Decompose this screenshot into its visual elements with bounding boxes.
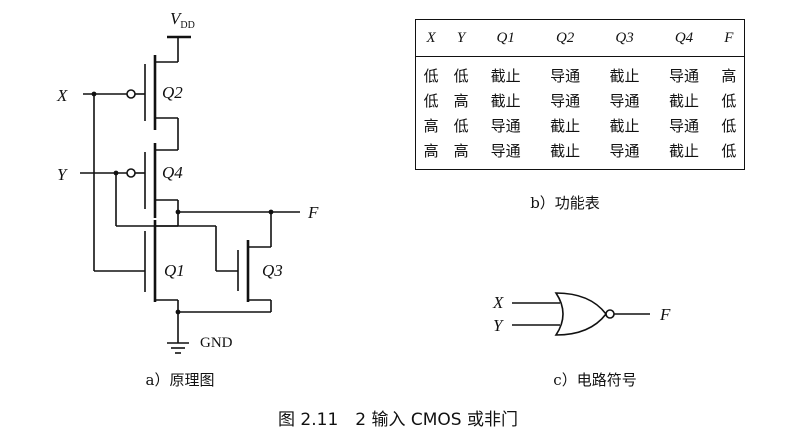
ground-symbol xyxy=(167,342,189,354)
table-row: 高 高 导通 截止 导通 截止 低 xyxy=(416,138,745,170)
q4-gate-bubble xyxy=(126,168,136,178)
cell: 低 xyxy=(453,117,469,135)
input-x-label: X xyxy=(56,86,68,105)
cell: 截止 xyxy=(668,92,699,110)
header-y: Y xyxy=(446,19,476,57)
cell: 高 xyxy=(453,92,469,110)
junction-dot xyxy=(113,170,119,176)
symbol-f-label: F xyxy=(659,305,671,324)
cell: 低 xyxy=(721,92,737,110)
cell: 截止 xyxy=(609,117,640,135)
cell: 高 xyxy=(453,142,469,160)
truth-table-header-row: X Y Q1 Q2 Q3 Q4 F xyxy=(415,19,745,57)
q2-label: Q2 xyxy=(162,83,183,102)
output-f-label: F xyxy=(307,203,319,222)
cell: 截止 xyxy=(609,67,640,85)
symbol-y-label: Y xyxy=(493,316,504,335)
header-q4: Q4 xyxy=(654,19,714,57)
header-x: X xyxy=(415,19,447,57)
q2-gate-bubble xyxy=(126,89,136,99)
input-y-label: Y xyxy=(57,165,68,184)
cell: 导通 xyxy=(668,67,699,85)
q4-label: Q4 xyxy=(162,163,183,182)
junction-dot xyxy=(91,91,97,97)
truth-table-caption: b）功能表 xyxy=(530,194,600,212)
schematic: VDD X Y F Q2 Q4 Q1 Q3 GND xyxy=(56,9,319,354)
cell: 低 xyxy=(423,67,439,85)
cell: 高 xyxy=(423,117,439,135)
truth-table: X Y Q1 Q2 Q3 Q4 F 低 低 截止 导通 截止 导通 高 低 高 … xyxy=(415,19,745,170)
cell: 导通 xyxy=(490,117,521,135)
transistor-q1 xyxy=(144,220,178,302)
cell: 低 xyxy=(721,117,737,135)
cell: 导通 xyxy=(490,142,521,160)
table-row: 低 低 截止 导通 截止 导通 高 xyxy=(416,57,745,89)
cell: 高 xyxy=(423,142,439,160)
cell: 截止 xyxy=(668,142,699,160)
header-f: F xyxy=(713,19,745,57)
gnd-label: GND xyxy=(200,335,233,351)
cell: 导通 xyxy=(609,142,640,160)
cell: 导通 xyxy=(609,92,640,110)
junction-dot xyxy=(175,209,181,215)
header-q3: Q3 xyxy=(594,19,655,57)
cell: 低 xyxy=(721,142,737,160)
table-row: 低 高 截止 导通 导通 截止 低 xyxy=(416,88,745,113)
cell: 导通 xyxy=(550,67,581,85)
nor-gate-bubble xyxy=(605,309,615,319)
cell: 低 xyxy=(423,92,439,110)
cell: 截止 xyxy=(550,142,581,160)
junction-dot xyxy=(175,309,181,315)
transistor-q2 xyxy=(144,55,179,151)
vdd-label: VDD xyxy=(170,9,195,31)
cell: 导通 xyxy=(668,117,699,135)
header-q2: Q2 xyxy=(535,19,595,57)
cell: 导通 xyxy=(550,92,581,110)
transistor-q4 xyxy=(144,143,178,218)
q3-label: Q3 xyxy=(262,261,283,280)
junction-dot xyxy=(268,209,274,215)
symbol-x-label: X xyxy=(492,293,504,312)
cell: 截止 xyxy=(490,92,521,110)
schematic-caption: a）原理图 xyxy=(145,371,215,389)
cell: 截止 xyxy=(550,117,581,135)
nor-gate-symbol: X Y F xyxy=(492,292,671,336)
nor-gate-body xyxy=(554,292,608,336)
symbol-caption: c）电路符号 xyxy=(553,371,637,389)
figure-caption: 图 2.11 2 输入 CMOS 或非门 xyxy=(278,410,518,430)
q1-label: Q1 xyxy=(164,261,185,280)
table-row: 高 低 导通 截止 截止 导通 低 xyxy=(416,113,745,138)
cell: 高 xyxy=(721,67,737,85)
cell: 低 xyxy=(453,67,469,85)
header-q1: Q1 xyxy=(475,19,536,57)
cell: 截止 xyxy=(490,67,521,85)
